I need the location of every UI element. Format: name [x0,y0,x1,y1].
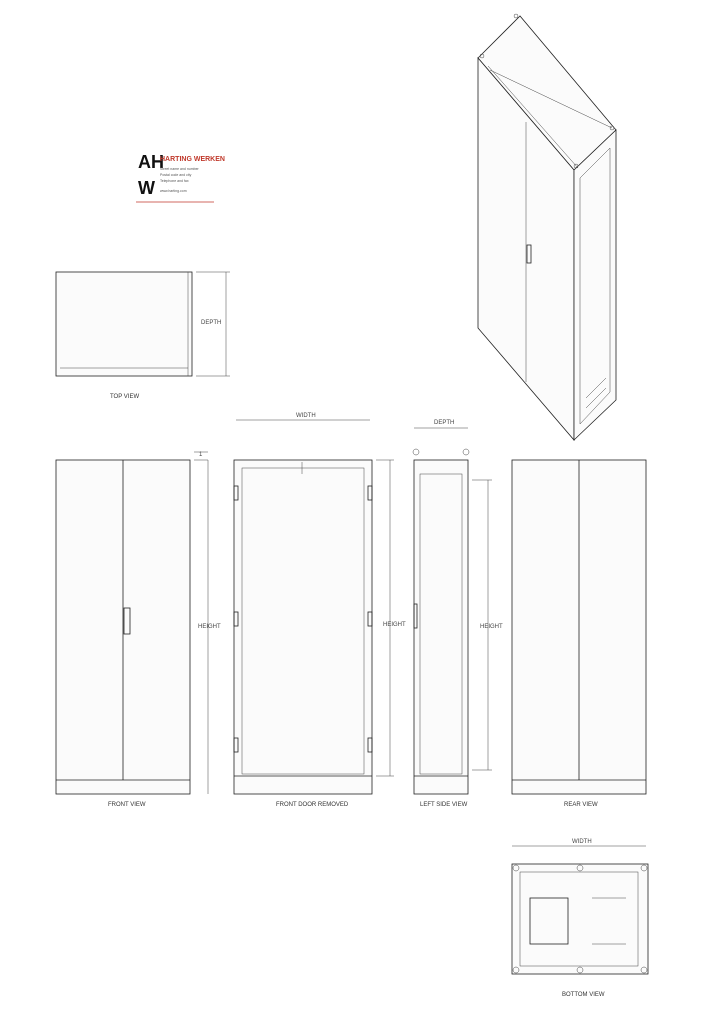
logo-mark: AH [138,152,164,172]
bottom-cable-opening [529,897,569,945]
isometric-door-handle [526,244,532,264]
bottom-view: WIDTH BOTTOM VIEW [511,839,649,998]
front-view-offset-dimension: 1 [199,452,203,458]
svg-text:W: W [138,178,155,198]
company-logo: AH W HARTING WERKEN Street name and numb… [136,152,225,203]
logo-website: www.harting.com [160,189,187,193]
logo-address-line-1: Street name and number [160,167,200,171]
depth-dimension: DEPTH [434,420,454,426]
top-view-label: TOP VIEW [110,394,139,400]
front-view: 1 FRONT VIEW [55,451,208,808]
front-door-removed-view: WIDTH HEIGHT FRONT DOOR REMOVED [233,413,406,808]
front-door-handle [123,607,131,635]
height-dimension: HEIGHT [198,624,221,630]
rear-view-label: REAR VIEW [564,802,598,808]
left-side-view-label: LEFT SIDE VIEW [420,802,468,808]
bottom-width-dimension: WIDTH [572,839,592,845]
height-dimension-group: HEIGHT [198,460,221,794]
front-view-label: FRONT VIEW [108,802,146,808]
front-door-removed-label: FRONT DOOR REMOVED [276,802,349,808]
logo-address-line-2: Postal code and city [160,173,192,177]
top-view-depth-dimension: DEPTH [201,320,221,326]
inner-height-dimension: HEIGHT [383,622,406,628]
side-inner-height-dimension: HEIGHT [480,624,503,630]
isometric-view [477,13,617,442]
rear-view: REAR VIEW [511,459,647,808]
logo-company-name: HARTING WERKEN [160,156,225,163]
bottom-view-label: BOTTOM VIEW [562,992,605,998]
width-dimension: WIDTH [296,413,316,419]
top-view: DEPTH TOP VIEW [55,271,230,400]
logo-address-line-3: Telephone and fax [160,179,189,183]
left-side-view: DEPTH HEIGHT LEFT SIDE VIEW [412,420,503,808]
